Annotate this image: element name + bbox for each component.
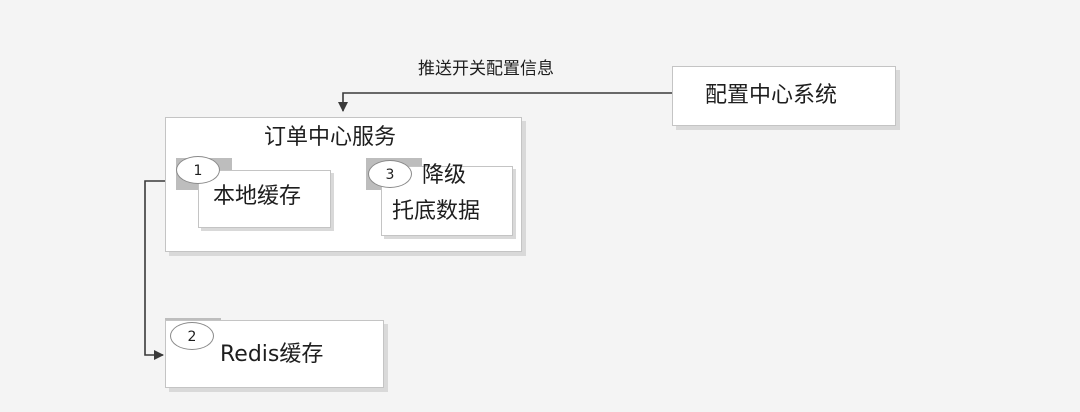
fallback-number-badge: 3 <box>368 160 412 188</box>
fallback-label-line1: 降级 <box>422 163 467 188</box>
local-cache-box: 本地缓存 <box>198 170 331 228</box>
fallback-label-line2: 托底数据 <box>392 199 481 224</box>
config-center-label: 配置中心系统 <box>705 83 838 108</box>
local-cache-number-badge: 1 <box>176 156 220 184</box>
arrow-label: 推送开关配置信息 <box>418 59 554 79</box>
config-center-box: 配置中心系统 <box>672 66 896 126</box>
cache-fallthrough-arrow <box>144 180 172 360</box>
order-service-title: 订单中心服务 <box>264 125 397 150</box>
redis-cache-number-badge: 2 <box>170 322 214 350</box>
fallback-box <box>381 166 513 236</box>
push-config-arrow <box>338 92 672 112</box>
local-cache-label: 本地缓存 <box>213 184 302 209</box>
redis-cache-label: Redis缓存 <box>220 342 324 367</box>
order-service-box: 订单中心服务 本地缓存 1 3 降级 托底数据 <box>165 117 522 252</box>
